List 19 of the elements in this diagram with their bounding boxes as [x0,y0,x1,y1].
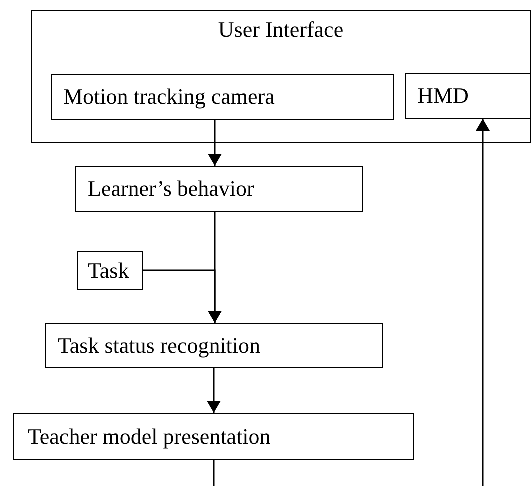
process-box [45,323,383,368]
arrow [207,368,221,413]
arrow [476,119,490,486]
process-box [75,166,363,212]
box-text: Teacher model presentation [28,426,271,448]
box-text: Motion tracking camera [64,86,275,108]
box-text: Task status recognition [58,334,261,356]
process-box [31,10,531,143]
process-box [77,251,143,290]
arrow [208,120,222,166]
process-box [13,413,414,460]
box-text: Learner’s behavior [88,178,254,200]
arrow [143,270,222,323]
connector-line [213,460,215,486]
process-box [404,72,530,118]
box-text: HMD [418,84,469,106]
box-title: User Interface [217,19,345,41]
box-text: Task [88,260,130,282]
process-box [50,74,394,120]
